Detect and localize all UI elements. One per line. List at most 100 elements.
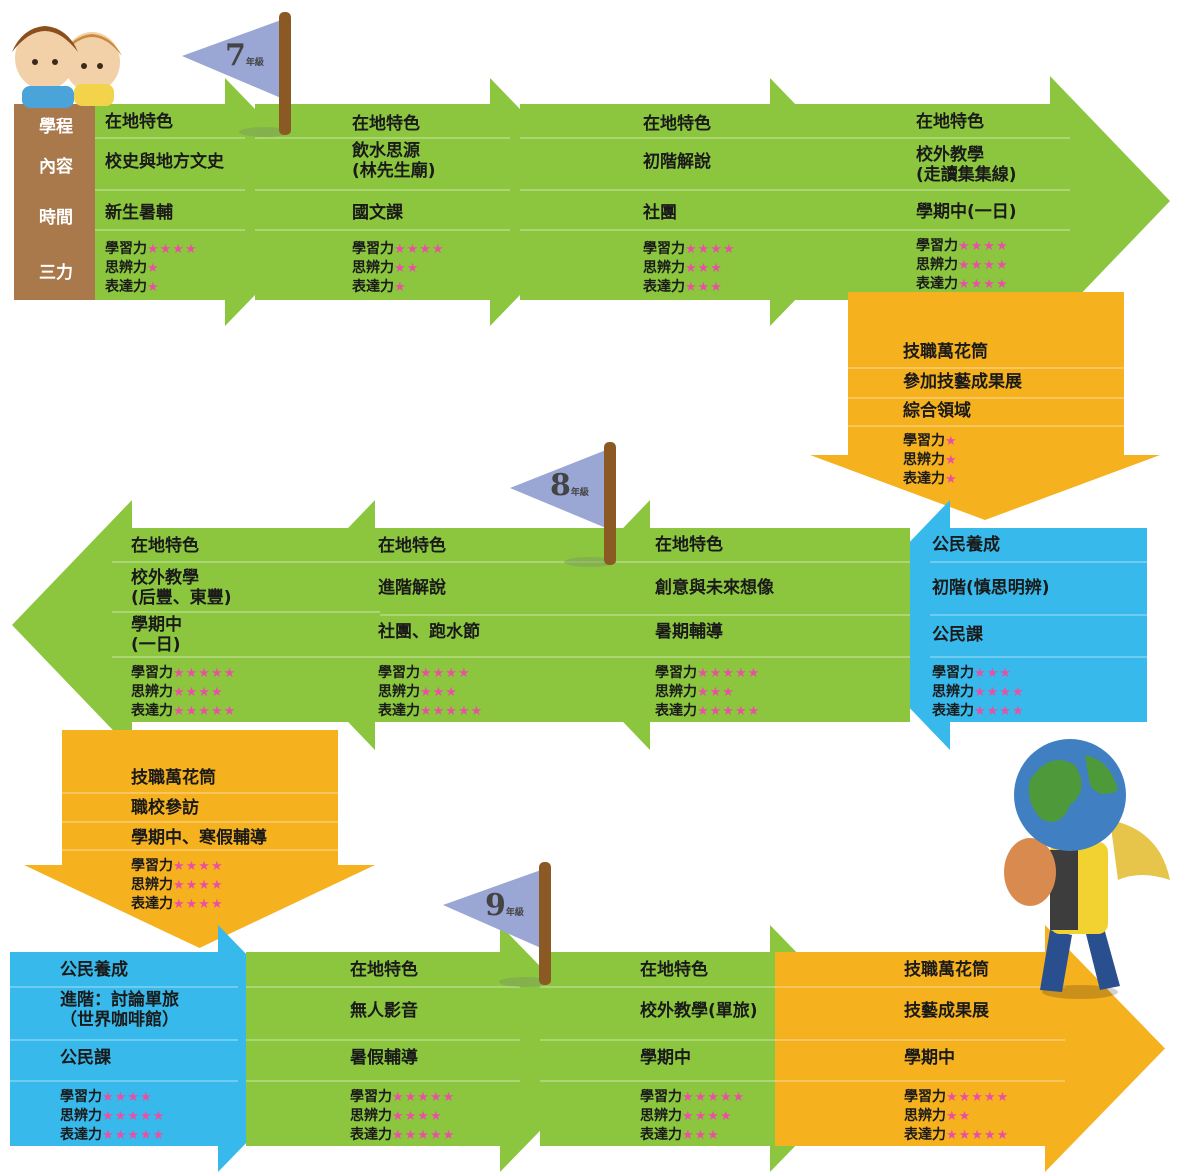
r2-down-content: 職校參訪 [131,798,199,818]
r1-c4-time: 學期中(一日) [916,202,1017,222]
r1-c1-rating-learning: 學習力★★★★ [105,240,198,259]
r2-c2-content: 創意與未來想像 [655,578,774,598]
r2-c3-program: 在地特色 [378,536,446,556]
rating-label: 思辨力 [904,1108,946,1124]
r2-c4-content: 校外教學 (后豐、東豐) [131,568,232,608]
flag-7-shadow [239,127,291,137]
star-icons: ★★★ [682,1128,720,1143]
r2-c2-rating-thinking: 思辨力★★★ [655,683,760,702]
r1-c3-rating-expression: 表達力★★★ [643,278,736,297]
star-icons: ★ [147,261,160,276]
r2-c3-content: 進階解說 [378,578,446,598]
rating-label: 學習力 [655,665,697,681]
rating-label: 學習力 [378,665,420,681]
rating-label: 學習力 [131,665,173,681]
star-icons: ★★★★ [958,277,1009,292]
flag-8-shadow [564,557,616,567]
star-icons: ★ [945,472,958,487]
r3-c3-content: 校外教學(單旅) [640,1001,758,1021]
rating-label: 思辨力 [903,452,945,468]
rating-label: 思辨力 [640,1108,682,1124]
r2-c1-rating-expression: 表達力★★★★ [932,702,1025,721]
r1-down-content: 參加技藝成果展 [903,372,1022,392]
rating-label: 表達力 [640,1127,682,1143]
rating-label: 學習力 [105,241,147,257]
r1-down-rating-expression: 表達力★ [903,470,958,489]
rating-label: 學習力 [131,858,173,874]
row-label-program: 學程 [39,117,73,137]
rating-label: 思辨力 [643,260,685,276]
rating-label: 學習力 [640,1089,682,1105]
r1-c3-rating-learning: 學習力★★★★ [643,240,736,259]
star-icons: ★★★ [685,261,723,276]
star-icons: ★★★ [974,666,1012,681]
r1-down-rating-learning: 學習力★ [903,432,958,451]
grade-unit: 年級 [570,488,589,498]
rating-label: 學習力 [60,1089,102,1105]
r2-c1-time: 公民課 [932,625,983,645]
r1-c2-time: 國文課 [352,203,403,223]
rating-label: 思辨力 [655,684,697,700]
r2-c3-rating-learning: 學習力★★★★ [378,664,483,683]
rating-label: 表達力 [643,279,685,295]
flag-8-pennant [510,450,606,528]
star-icons: ★ [945,453,958,468]
kids-illustration [12,26,122,108]
r1-down-ability-ratings: 學習力★思辨力★表達力★ [903,432,958,489]
r1-c3-program: 在地特色 [643,114,711,134]
row-label-content: 內容 [39,157,73,177]
r2-c3-rating-thinking: 思辨力★★★ [378,683,483,702]
rating-label: 思辨力 [131,877,173,893]
star-icons: ★★★★ [102,1090,153,1105]
r3-c4-rating-learning: 學習力★★★★★ [904,1088,1009,1107]
r3-c2-content: 無人影音 [350,1001,418,1021]
rating-label: 表達力 [105,279,147,295]
r2-down-rating-thinking: 思辨力★★★★ [131,876,224,895]
r1-c1-rating-thinking: 思辨力★ [105,259,198,278]
star-icons: ★★★★★ [946,1128,1010,1143]
r2-c1-rating-thinking: 思辨力★★★★ [932,683,1025,702]
rating-label: 表達力 [378,703,420,719]
row-label-abilities: 三力 [39,263,73,283]
r3-c4-rating-expression: 表達力★★★★★ [904,1126,1009,1145]
star-icons: ★★★★ [685,242,736,257]
r1-c3-content: 初階解說 [643,152,711,172]
rating-label: 思辨力 [352,260,394,276]
rating-label: 思辨力 [350,1108,392,1124]
star-icons: ★★★★★ [946,1090,1010,1105]
r1-c2-rating-thinking: 思辨力★★ [352,259,445,278]
rating-label: 思辨力 [932,684,974,700]
grade-number: 8 [550,468,571,503]
grade-flag-7: 7年級 [225,38,264,73]
r3-c3-time: 學期中 [640,1048,691,1068]
r2-c3-ability-ratings: 學習力★★★★思辨力★★★表達力★★★★★ [378,664,483,721]
star-icons: ★★★★ [958,258,1009,273]
star-icons: ★★★★★ [392,1090,456,1105]
star-icons: ★★★★ [974,704,1025,719]
r2-c1-content: 初階(慎思明辨) [932,578,1050,598]
r2-c4-rating-expression: 表達力★★★★★ [131,702,236,721]
r3-c3-program: 在地特色 [640,960,708,980]
rating-label: 表達力 [655,703,697,719]
r1-c2-content: 飲水思源 (林先生廟) [352,141,436,181]
r3-c2-program: 在地特色 [350,960,418,980]
r3-c1-rating-expression: 表達力★★★★★ [60,1126,165,1145]
grade-flag-8: 8年級 [550,468,589,503]
row-label-time: 時間 [39,208,73,228]
grade-number: 7 [225,38,246,73]
r1-c3-rating-thinking: 思辨力★★★ [643,259,736,278]
r2-down-rating-learning: 學習力★★★★ [131,857,224,876]
star-icons: ★★★★ [173,897,224,912]
r2-c3-rating-expression: 表達力★★★★★ [378,702,483,721]
rating-label: 表達力 [131,896,173,912]
r1-c1-rating-expression: 表達力★ [105,278,198,297]
star-icons: ★★★★★ [697,704,761,719]
r2-c4-ability-ratings: 學習力★★★★★思辨力★★★★表達力★★★★★ [131,664,236,721]
r1-down-program: 技職萬花筒 [903,342,988,362]
rating-label: 學習力 [904,1089,946,1105]
star-icons: ★★★★★ [682,1090,746,1105]
r3-c2-rating-learning: 學習力★★★★★ [350,1088,455,1107]
